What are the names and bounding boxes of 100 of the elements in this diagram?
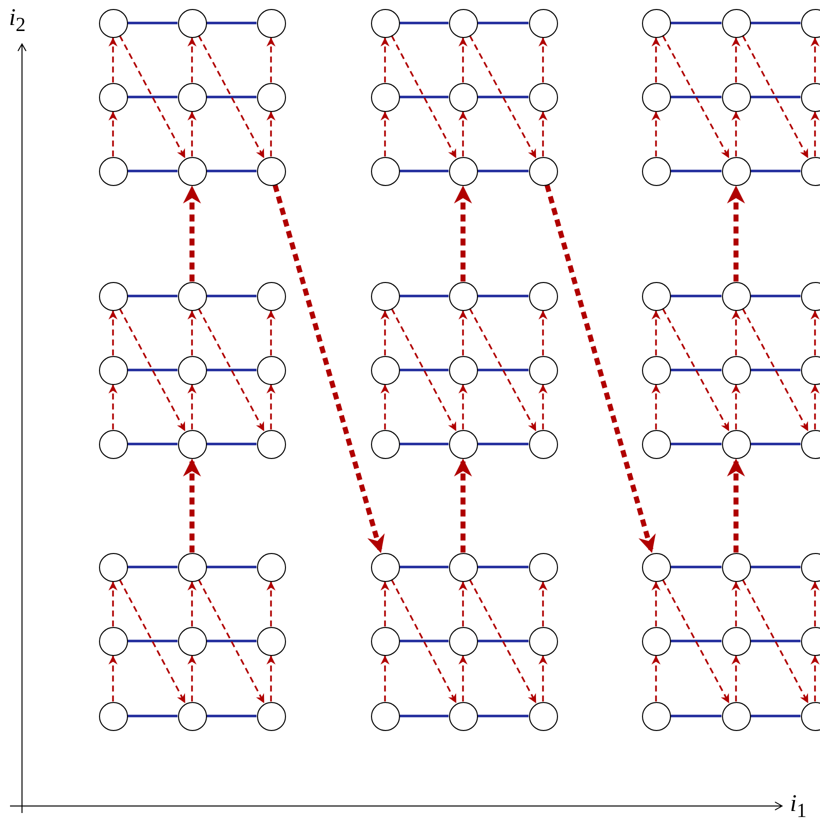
dashed-arrow	[266, 38, 276, 82]
circle-node	[370, 356, 400, 384]
line	[670, 170, 722, 172]
dashed-arrow	[380, 310, 390, 356]
dashed-arrow	[458, 656, 468, 702]
circle-node	[722, 8, 750, 38]
dashed-arrow	[188, 38, 196, 82]
circle-node	[642, 282, 670, 310]
dashed-arrow	[538, 38, 548, 82]
circle-node	[722, 626, 750, 656]
circle-node	[642, 82, 670, 112]
line	[478, 368, 528, 372]
dashed-arrow	[198, 35, 265, 159]
line	[478, 22, 528, 24]
dashed-arrow	[391, 35, 457, 159]
line	[400, 442, 448, 446]
line	[206, 96, 256, 98]
circle-node	[98, 430, 128, 458]
line	[478, 170, 528, 172]
line	[670, 96, 722, 98]
dashed-arrow	[188, 656, 196, 702]
circle-node	[448, 356, 478, 384]
dashed-arrow	[108, 310, 118, 356]
dashed-arrow	[662, 308, 730, 432]
circle-node	[178, 626, 206, 656]
circle-node	[178, 552, 206, 582]
line	[400, 566, 448, 568]
dashed-arrow	[469, 35, 537, 159]
circle-node	[178, 356, 206, 384]
circle-node	[448, 430, 478, 458]
line	[128, 22, 178, 24]
circle-node	[256, 82, 286, 112]
circle-node	[370, 430, 400, 458]
dashed-arrow	[266, 384, 276, 430]
circle-node	[98, 626, 128, 656]
line	[670, 294, 722, 298]
dashed-arrow	[732, 384, 740, 430]
circle-node	[448, 626, 478, 656]
circle-node	[256, 282, 286, 310]
dashed-arrow	[810, 38, 820, 82]
thick-dashed-arrow	[454, 458, 472, 552]
dashed-arrow	[652, 384, 660, 430]
circle-node	[370, 626, 400, 656]
dashed-arrow	[652, 310, 660, 356]
dashed-arrow	[810, 384, 820, 430]
dashed-arrow	[538, 656, 548, 702]
circle-node	[98, 282, 128, 310]
line	[750, 640, 800, 642]
dashed-arrow	[266, 310, 276, 356]
dashed-arrow	[662, 35, 730, 159]
line	[670, 714, 722, 718]
line	[478, 714, 528, 718]
dashed-arrow	[266, 112, 276, 156]
dashed-arrow	[662, 579, 730, 704]
circle-node	[256, 430, 286, 458]
axis-label: i$_{1}$	[790, 792, 807, 819]
circle-node	[722, 356, 750, 384]
dashed-arrow	[266, 582, 276, 626]
dashed-arrow	[380, 112, 390, 156]
dashed-arrow	[538, 384, 548, 430]
line	[670, 442, 722, 446]
dashed-arrow	[810, 656, 820, 702]
circle-node	[448, 82, 478, 112]
circle-node	[528, 8, 558, 38]
dashed-arrow	[266, 656, 276, 702]
line	[400, 368, 448, 372]
thick-dashed-arrow	[454, 186, 472, 282]
circle-node	[528, 552, 558, 582]
dashed-arrow	[108, 112, 118, 156]
line	[750, 566, 800, 568]
circle-node	[528, 626, 558, 656]
circle-node	[642, 430, 670, 458]
circle-node	[722, 156, 750, 186]
line	[206, 714, 256, 718]
dashed-arrow	[390, 579, 458, 704]
circle-node	[178, 702, 206, 730]
dashed-arrow	[538, 112, 548, 156]
line	[478, 442, 528, 446]
circle-node	[448, 8, 478, 38]
line	[750, 368, 800, 372]
thick-dashed-arrow	[272, 184, 385, 554]
dashed-arrow	[119, 579, 186, 704]
circle-node	[256, 156, 286, 186]
dashed-arrow	[742, 579, 809, 704]
dashed-arrow	[380, 656, 390, 702]
circle-node	[178, 156, 206, 186]
dashed-arrow	[652, 656, 660, 702]
line	[128, 640, 178, 642]
circle-node	[528, 282, 558, 310]
circle-node	[370, 282, 400, 310]
dashed-arrow	[380, 384, 390, 430]
circle-node	[528, 82, 558, 112]
circle-node	[98, 552, 128, 582]
line	[206, 170, 256, 172]
dashed-arrow	[119, 35, 186, 159]
circle-node	[256, 356, 286, 384]
dashed-arrow	[188, 310, 196, 356]
line	[206, 566, 256, 568]
line	[750, 170, 800, 172]
circle-node	[370, 702, 400, 730]
